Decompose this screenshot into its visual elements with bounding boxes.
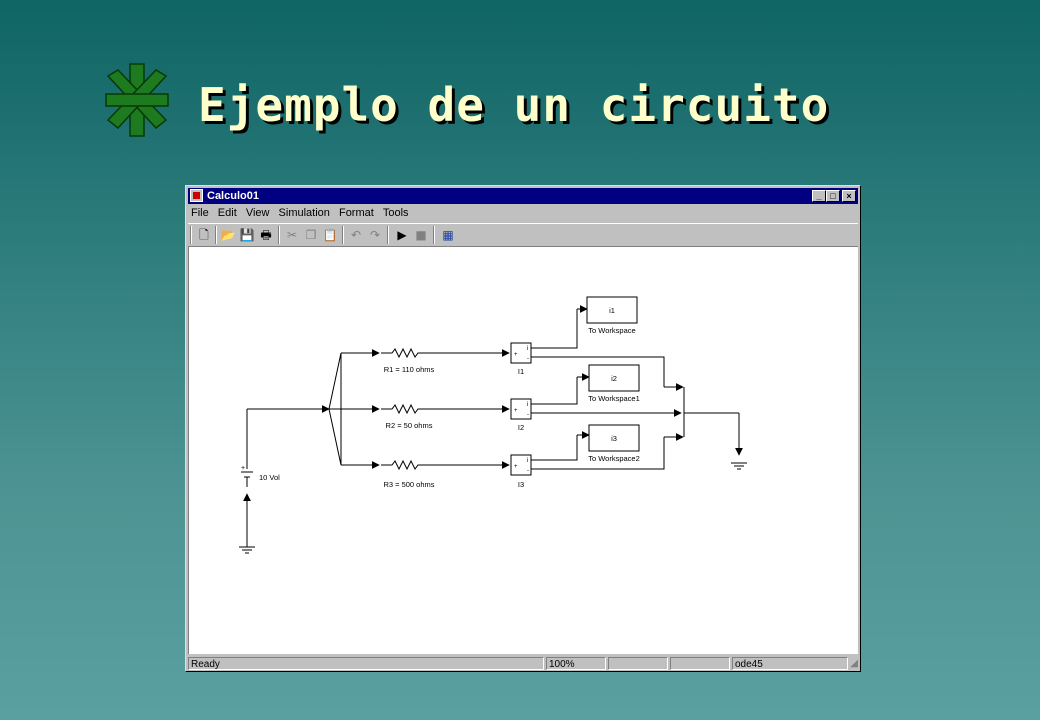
status-text: Ready xyxy=(188,657,544,670)
resistor-label-r2: R2 = 50 ohms xyxy=(386,421,433,430)
sensor-port-plus: + xyxy=(514,464,518,470)
redo-icon[interactable]: ↷ xyxy=(369,228,381,242)
utn-logo xyxy=(105,63,169,137)
sensor-label-i1: I1 xyxy=(518,367,524,376)
resistor-label-r1: R1 = 110 ohms xyxy=(384,365,435,374)
sensor-port-minus: - xyxy=(527,412,529,418)
slide-title: Ejemplo de un circuito xyxy=(198,78,830,132)
paste-icon[interactable]: 📋 xyxy=(322,228,338,242)
menu-tools[interactable]: Tools xyxy=(382,207,409,219)
sensor-port-plus: + xyxy=(514,352,518,358)
resistor-r2 xyxy=(381,403,427,415)
open-folder-icon[interactable]: 📂 xyxy=(220,228,236,242)
current-sensor-i1 xyxy=(510,342,532,364)
resistor-r3 xyxy=(381,459,427,471)
simulink-app-icon[interactable] xyxy=(190,189,203,202)
to-workspace-i1 xyxy=(586,296,638,324)
save-disk-icon[interactable]: 💾 xyxy=(239,228,255,242)
menu-bar: File Edit View Simulation Format Tools xyxy=(188,205,858,222)
menu-edit[interactable]: Edit xyxy=(217,207,237,219)
library-browser-icon[interactable]: ▦ xyxy=(442,228,454,242)
maximize-button[interactable]: □ xyxy=(826,190,840,202)
workspace-var-i2: i2 xyxy=(611,374,617,383)
menu-simulation[interactable]: Simulation xyxy=(278,207,330,219)
stop-icon[interactable]: ■ xyxy=(415,228,427,242)
resistor-label-r3: R3 = 500 ohms xyxy=(383,480,434,489)
source-plus: + xyxy=(241,465,245,472)
workspace-label-1: To Workspace xyxy=(588,326,635,335)
workspace-var-i3: i3 xyxy=(611,434,617,443)
window-title: Calculo01 xyxy=(207,190,259,202)
minimize-button[interactable]: _ xyxy=(812,190,826,202)
menu-file[interactable]: File xyxy=(191,207,209,219)
workspace-label-3: To Workspace2 xyxy=(588,454,640,463)
sensor-label-i3: I3 xyxy=(518,480,524,489)
to-workspace-i3 xyxy=(588,424,640,452)
menu-format[interactable]: Format xyxy=(338,207,374,219)
model-canvas[interactable]: 10 Vol + R1 = 110 ohms R2 = 50 ohms R3 =… xyxy=(188,246,858,654)
sensor-port-minus: - xyxy=(527,356,529,362)
toolbar: 🗋 📂 💾 🖶 ✂ ❐ 📋 ↶ ↷ ▶ ■ ▦ xyxy=(188,223,858,247)
resistor-r1 xyxy=(381,347,427,359)
simulink-window: Calculo01 _ □ × File Edit View Simulatio… xyxy=(185,185,861,672)
to-workspace-i2 xyxy=(588,364,640,392)
undo-icon[interactable]: ↶ xyxy=(350,228,362,242)
sensor-port-i: i xyxy=(527,346,528,352)
cut-icon[interactable]: ✂ xyxy=(286,228,298,242)
status-bar: Ready 100% ode45 ◢ xyxy=(188,656,858,671)
title-bar[interactable]: Calculo01 _ □ × xyxy=(188,188,858,204)
sensor-label-i2: I2 xyxy=(518,423,524,432)
resize-grip-icon[interactable]: ◢ xyxy=(850,658,858,669)
play-icon[interactable]: ▶ xyxy=(397,228,407,242)
current-sensor-i3 xyxy=(510,454,532,476)
menu-view[interactable]: View xyxy=(245,207,270,219)
circuit-diagram: 10 Vol + R1 = 110 ohms R2 = 50 ohms R3 =… xyxy=(239,296,747,554)
current-sensor-i2 xyxy=(510,398,532,420)
status-panel-empty xyxy=(608,657,668,670)
new-document-icon[interactable]: 🗋 xyxy=(199,228,209,242)
sensor-port-plus: + xyxy=(514,408,518,414)
source-label: 10 Vol xyxy=(259,473,280,482)
sensor-port-i: i xyxy=(527,458,528,464)
workspace-var-i1: i1 xyxy=(609,306,615,315)
solver-name: ode45 xyxy=(732,657,848,670)
sensor-port-i: i xyxy=(527,402,528,408)
copy-icon[interactable]: ❐ xyxy=(305,228,317,242)
zoom-level: 100% xyxy=(546,657,606,670)
printer-icon[interactable]: 🖶 xyxy=(260,228,272,242)
status-panel-empty xyxy=(670,657,730,670)
close-button[interactable]: × xyxy=(842,190,856,202)
sensor-port-minus: - xyxy=(527,468,529,474)
workspace-label-2: To Workspace1 xyxy=(588,394,640,403)
